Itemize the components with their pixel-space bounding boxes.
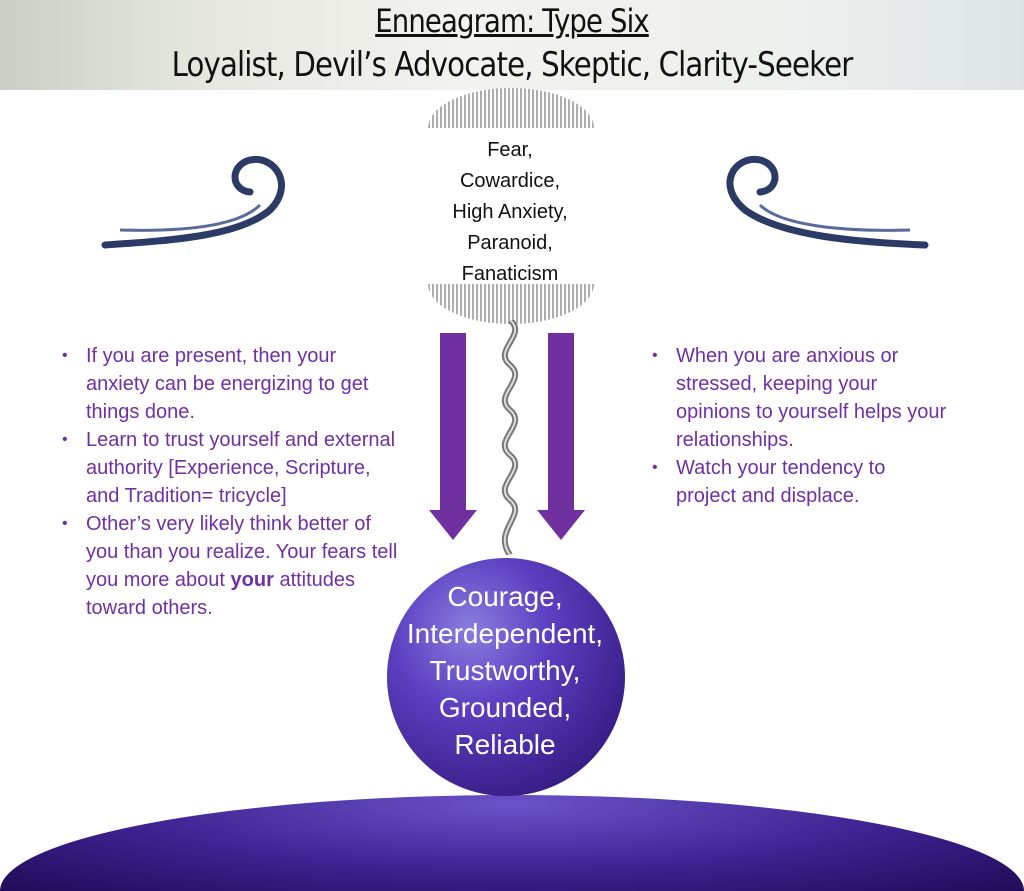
header-background (0, 0, 1024, 90)
bold-word: your (230, 569, 274, 591)
fear-item: Fanaticism (461, 263, 559, 285)
fear-item: Fear, (487, 139, 533, 161)
left-bullet-list: If you are present, then your anxiety ca… (60, 342, 400, 622)
virtue-item: Interdependent, (406, 618, 604, 649)
virtue-item: Grounded, (438, 692, 572, 723)
virtue-item: Reliable (454, 729, 556, 760)
right-bullet-list: When you are anxious or stressed, keepin… (650, 342, 950, 510)
bullet-item: Learn to trust yourself and external aut… (60, 426, 400, 510)
bullet-text: Other’s very likely think better of you … (86, 513, 398, 591)
purple-sphere (387, 558, 625, 796)
top-dome (428, 88, 594, 128)
slide-subtitle: Loyalist, Devil’s Advocate, Skeptic, Cla… (171, 45, 854, 85)
fear-item: Cowardice, (459, 170, 561, 192)
fear-item: Paranoid, (467, 232, 553, 254)
right-swirl-icon (726, 155, 929, 249)
right-down-arrow (548, 333, 574, 513)
bullet-item: When you are anxious or stressed, keepin… (650, 342, 950, 454)
bullet-item: If you are present, then your anxiety ca… (60, 342, 400, 426)
virtue-item: Trustworthy, (429, 655, 581, 686)
left-swirl-icon (101, 156, 285, 249)
right-arrow-head (537, 510, 585, 540)
slide-title: Enneagram: Type Six (375, 2, 649, 40)
bullet-item: Other’s very likely think better of you … (60, 510, 400, 622)
bullet-tail: attitudes toward others. (86, 569, 356, 619)
virtue-list: Courage, Interdependent, Trustworthy, Gr… (380, 578, 630, 763)
virtue-item: Courage, (447, 581, 563, 612)
fear-item: High Anxiety, (452, 201, 568, 223)
platform (0, 795, 1024, 891)
left-arrow-head (429, 510, 477, 540)
fear-list: Fear, Cowardice, High Anxiety, Paranoid,… (430, 135, 590, 290)
bottom-dome (428, 284, 594, 324)
spring-coil-icon (501, 320, 519, 555)
bullet-item: Watch your tendency to project and displ… (650, 454, 950, 510)
left-down-arrow (440, 333, 466, 513)
